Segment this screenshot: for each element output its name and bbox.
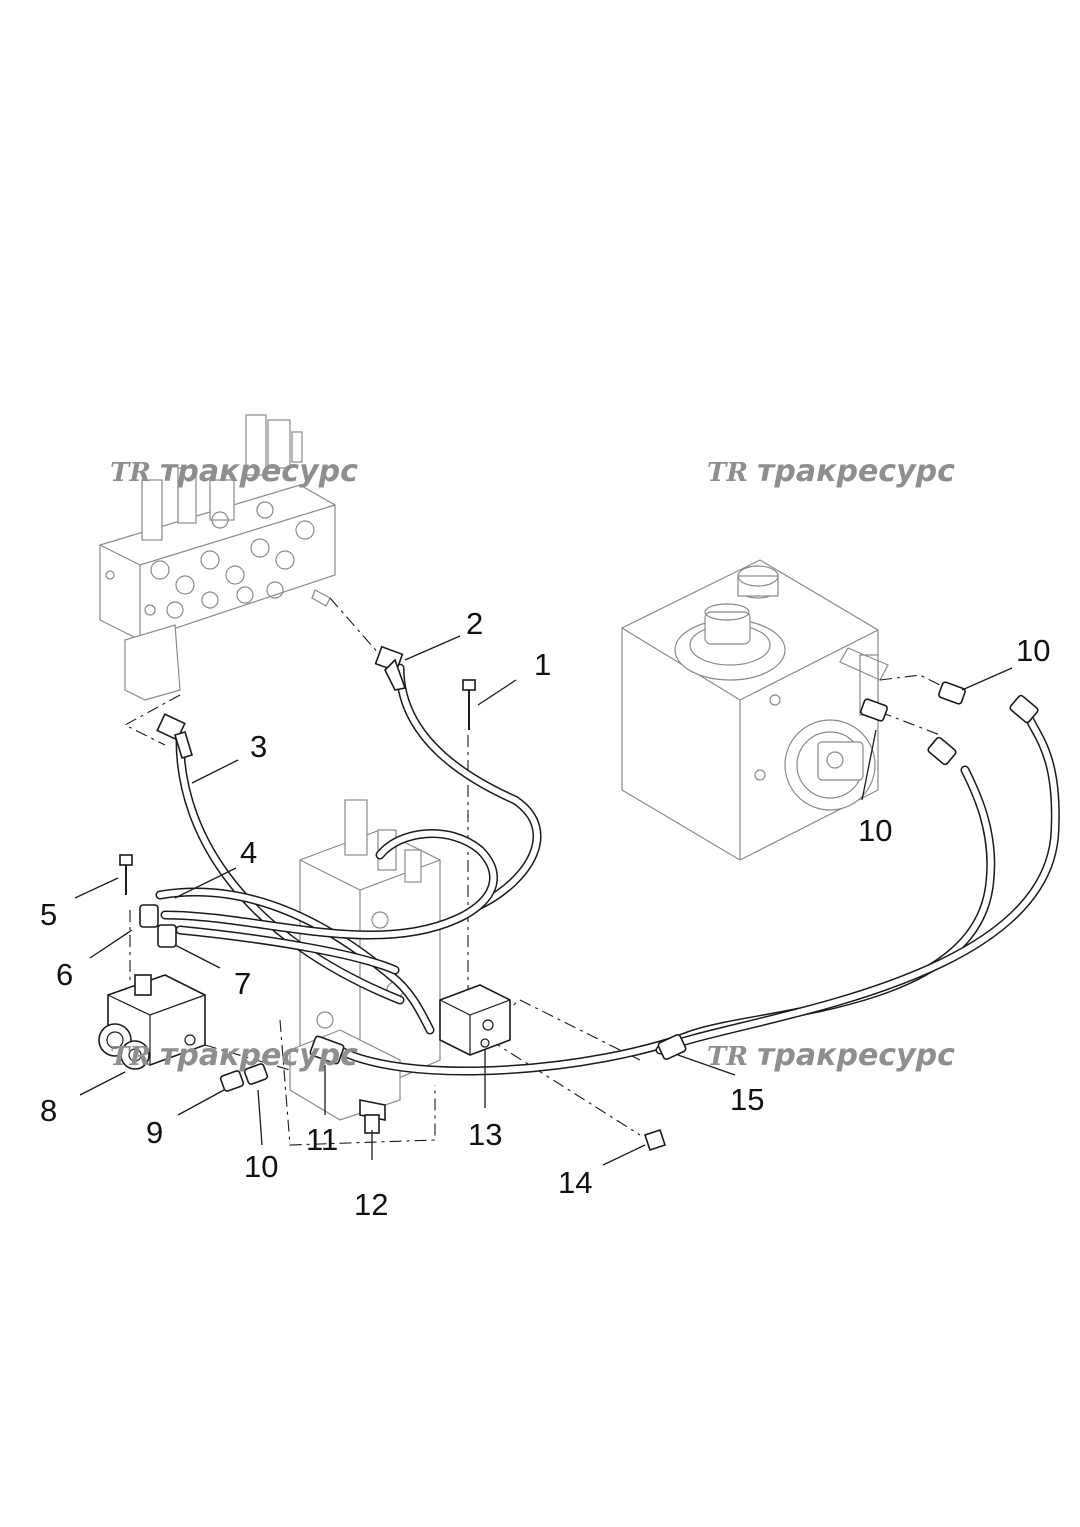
hydraulic-tank (621, 559, 889, 861)
callout-label: 10 (244, 1149, 278, 1184)
callout-label: 8 (40, 1093, 57, 1128)
callout-label: 1 (534, 647, 551, 682)
watermark-text: тракресурс (757, 454, 955, 489)
callout-label: 3 (250, 729, 267, 764)
callout-label: 5 (40, 897, 57, 932)
watermark: TR тракресурс (707, 1038, 955, 1073)
callout-label: 2 (466, 606, 483, 641)
watermark-text: тракресурс (160, 1038, 358, 1073)
callout-label: 12 (354, 1187, 388, 1222)
callout-label: 10 (1016, 633, 1050, 668)
hoses (155, 663, 1060, 1076)
callout-label: 4 (240, 835, 257, 870)
callout-label: 9 (146, 1115, 163, 1150)
watermark-logo: TR (707, 458, 748, 488)
fittings (98, 645, 1039, 1152)
callout-label: 13 (468, 1117, 502, 1152)
callout-label: 6 (56, 957, 73, 992)
callout-label: 14 (558, 1165, 592, 1200)
watermark: TR тракресурс (110, 454, 358, 489)
callout-label: 15 (730, 1082, 764, 1117)
watermark-text: тракресурс (160, 454, 358, 489)
control-valve-block (99, 414, 336, 701)
watermark: TR тракресурс (110, 1038, 358, 1073)
callout-label: 10 (858, 813, 892, 848)
watermark-logo: TR (110, 458, 151, 488)
watermark-logo: TR (110, 1042, 151, 1072)
callouts: 1 2 3 4 5 6 7 8 9 10 10 10 11 12 13 14 1… (40, 606, 1050, 1222)
leader-lines (74, 635, 1013, 1166)
watermark-logo: TR (707, 1042, 748, 1072)
watermark: TR тракресурс (707, 454, 955, 489)
callout-label: 7 (234, 966, 251, 1001)
callout-label: 11 (306, 1122, 338, 1157)
watermark-text: тракресурс (757, 1038, 955, 1073)
